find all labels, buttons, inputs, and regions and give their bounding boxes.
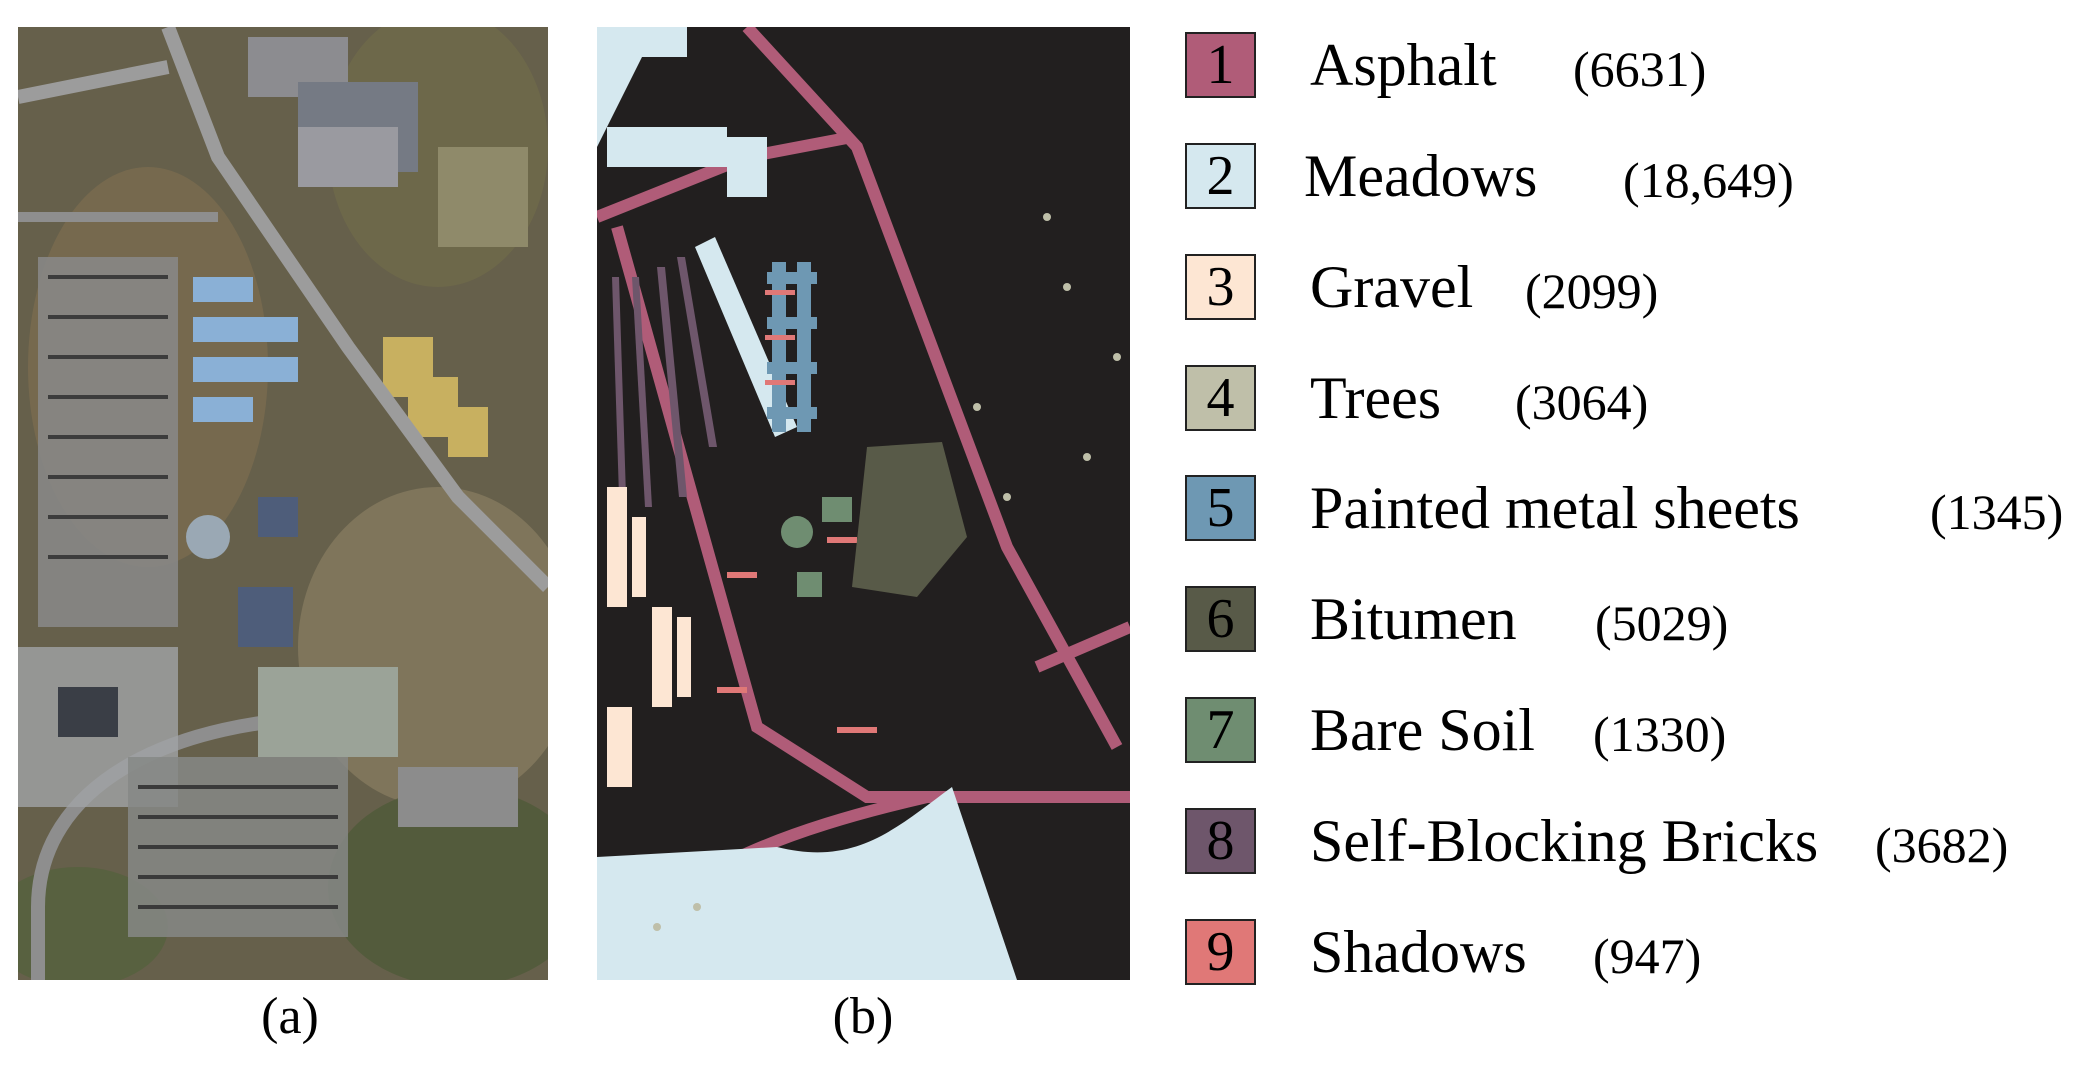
legend-class-name: Painted metal sheets	[1310, 475, 1800, 541]
legend-class-name: Bitumen	[1310, 586, 1517, 652]
legend-class-count: (5029)	[1595, 595, 1729, 651]
legend-item: 4 Trees (3064)	[1185, 363, 2085, 439]
legend-swatch: 2	[1185, 143, 1256, 209]
legend-class-name: Trees	[1310, 365, 1442, 431]
caption-a: (a)	[261, 988, 319, 1045]
legend-item: 6 Bitumen (5029)	[1185, 584, 2085, 660]
legend-item: 3 Gravel (2099)	[1185, 252, 2085, 328]
legend-swatch: 7	[1185, 697, 1256, 763]
legend-item: 1 Asphalt (6631)	[1185, 30, 2085, 106]
legend-item: 2 Meadows (18,649)	[1185, 141, 2085, 217]
legend-class-count: (947)	[1593, 928, 1702, 984]
aerial-image	[18, 27, 548, 980]
legend-class-name: Asphalt	[1310, 32, 1497, 98]
legend-class-count: (1345)	[1930, 484, 2064, 540]
legend-class-name: Meadows	[1304, 143, 1538, 209]
legend-swatch: 8	[1185, 808, 1256, 874]
ground-truth-map-svg	[597, 27, 1130, 980]
legend-swatch: 6	[1185, 586, 1256, 652]
legend-class-count: (18,649)	[1623, 152, 1794, 208]
caption-b: (b)	[832, 988, 894, 1045]
legend-class-name: Bare Soil	[1310, 697, 1535, 763]
aerial-image-svg	[18, 27, 548, 980]
legend-item: 5 Painted metal sheets (1345)	[1185, 473, 2085, 549]
legend-class-name: Gravel	[1310, 254, 1474, 320]
legend-swatch: 9	[1185, 919, 1256, 985]
legend-class-count: (3064)	[1515, 374, 1649, 430]
legend-swatch: 3	[1185, 254, 1256, 320]
legend-class-name: Self-Blocking Bricks	[1310, 808, 1819, 874]
legend-swatch: 5	[1185, 475, 1256, 541]
ground-truth-map	[597, 27, 1130, 980]
legend-class-count: (6631)	[1573, 41, 1707, 97]
legend-swatch: 4	[1185, 365, 1256, 431]
legend-item: 9 Shadows (947)	[1185, 917, 2085, 993]
legend-class-count: (3682)	[1875, 817, 2009, 873]
legend-item: 7 Bare Soil (1330)	[1185, 695, 2085, 771]
legend-class-count: (2099)	[1525, 263, 1659, 319]
legend-class-count: (1330)	[1593, 706, 1727, 762]
legend-item: 8 Self-Blocking Bricks (3682)	[1185, 806, 2085, 882]
legend-class-name: Shadows	[1310, 919, 1527, 985]
legend-swatch: 1	[1185, 32, 1256, 98]
